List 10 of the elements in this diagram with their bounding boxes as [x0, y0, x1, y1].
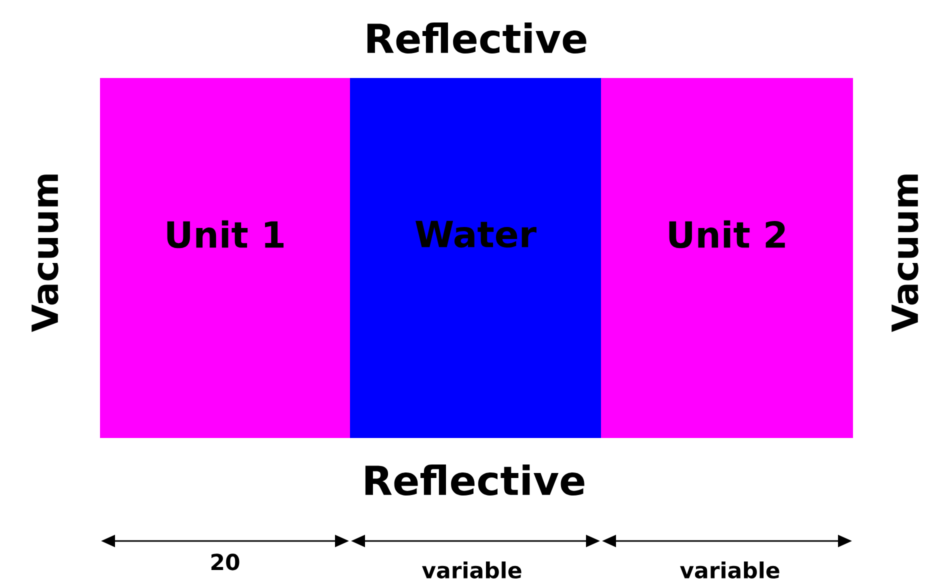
boundary-label: Vacuum — [892, 174, 918, 332]
region-box: Water — [350, 78, 601, 438]
boundary-label: Reflective — [365, 464, 584, 496]
dimension-label: 20 — [211, 554, 240, 570]
dimension-label: variable — [680, 561, 780, 578]
dimension-label: variable — [422, 561, 522, 578]
region-box: Unit 1 — [100, 78, 350, 438]
boundary-label: Reflective — [367, 22, 586, 54]
region-box: Unit 2 — [601, 78, 853, 438]
boundary-label: Vacuum — [32, 174, 58, 332]
